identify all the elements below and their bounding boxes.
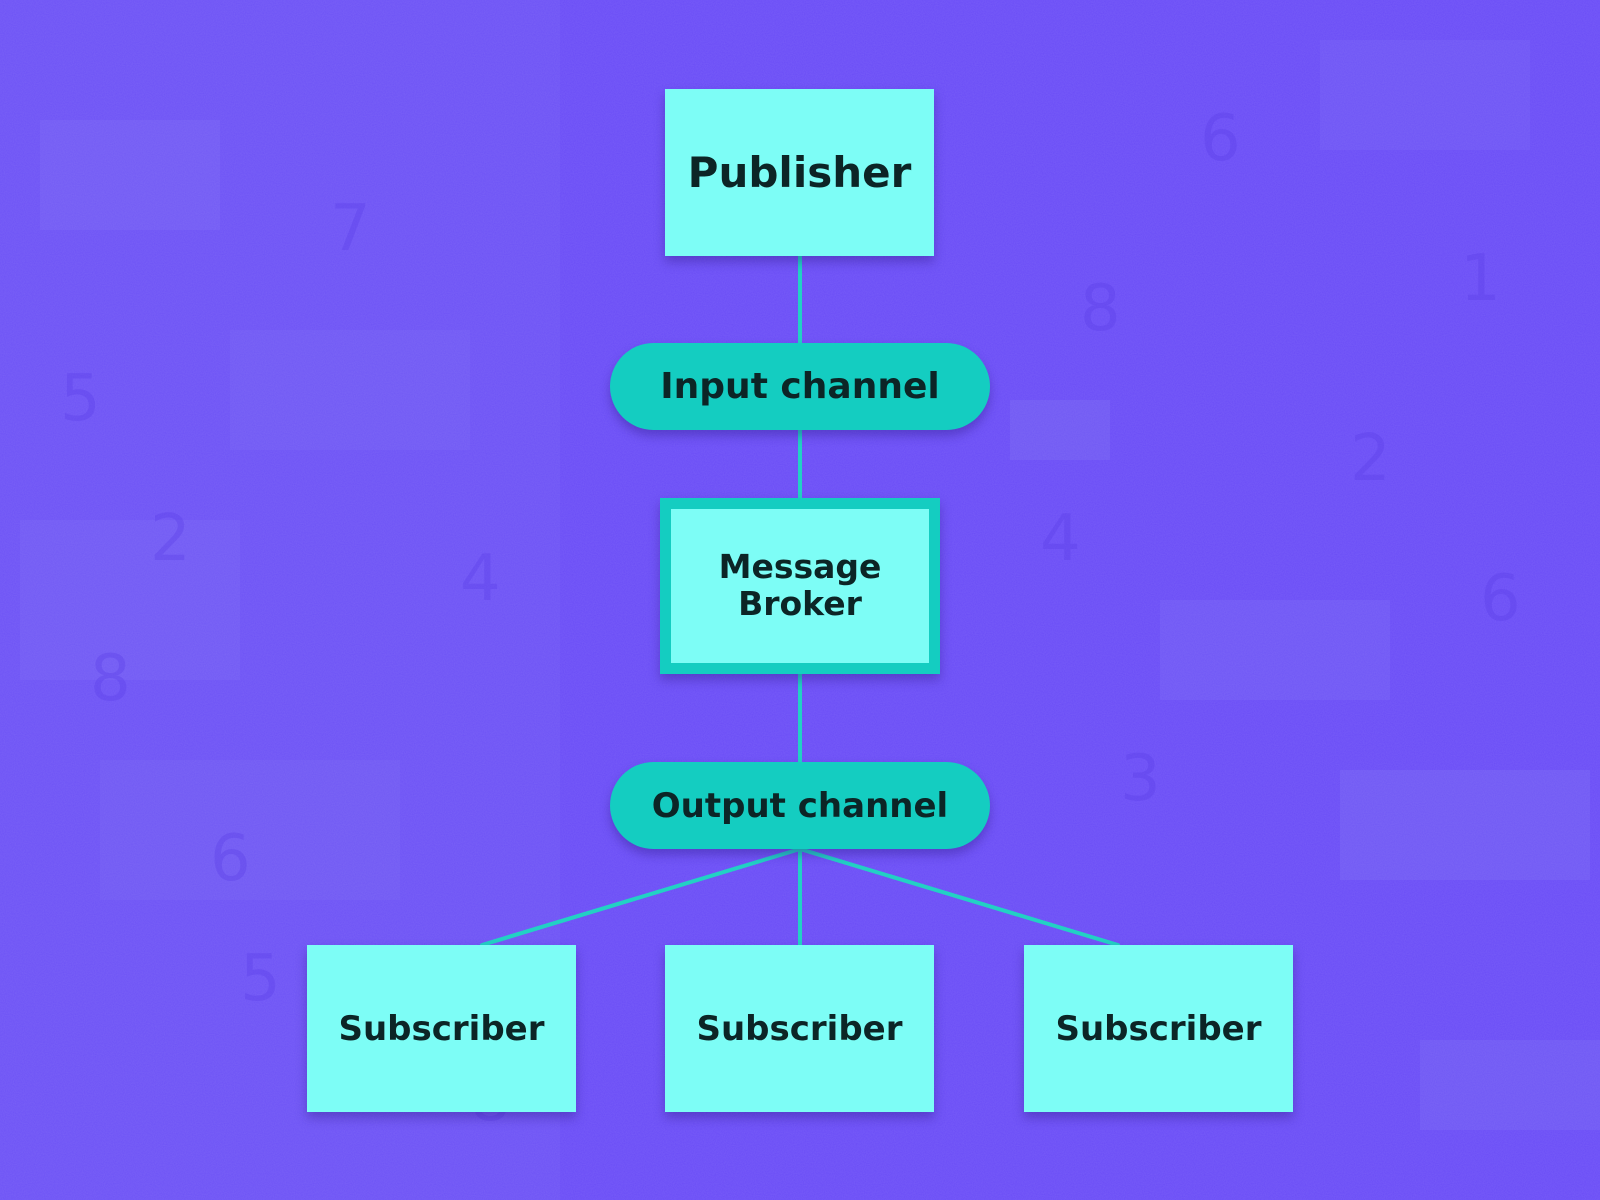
svg-text:4: 4: [460, 542, 501, 616]
svg-text:7: 7: [330, 192, 371, 266]
input-channel-label: Input channel: [660, 366, 940, 407]
svg-text:4: 4: [1040, 502, 1081, 576]
svg-text:6: 6: [1200, 102, 1241, 176]
publisher-box: Publisher: [665, 89, 934, 256]
subscriber-box-3: Subscriber: [1024, 945, 1293, 1112]
svg-text:6: 6: [210, 822, 251, 896]
subscriber-label: Subscriber: [1055, 1008, 1262, 1049]
output-channel-pill: Output channel: [610, 762, 990, 849]
output-channel-label: Output channel: [651, 785, 949, 826]
svg-text:2: 2: [150, 502, 191, 576]
connector-output-subscriber-3: [798, 847, 1120, 947]
svg-text:8: 8: [90, 642, 131, 716]
svg-text:8: 8: [1080, 272, 1121, 346]
svg-text:6: 6: [1480, 562, 1521, 636]
connector-output-subscriber-1: [480, 847, 802, 947]
message-broker-box: Message Broker: [660, 498, 940, 674]
subscriber-box-2: Subscriber: [665, 945, 934, 1112]
message-broker-line-2: Broker: [738, 584, 862, 623]
svg-text:1: 1: [1460, 242, 1501, 316]
svg-text:3: 3: [1120, 742, 1161, 816]
svg-text:5: 5: [240, 942, 281, 1016]
subscriber-label: Subscriber: [338, 1008, 545, 1049]
publisher-label: Publisher: [687, 148, 912, 197]
subscriber-label: Subscriber: [696, 1008, 903, 1049]
input-channel-pill: Input channel: [610, 343, 990, 430]
message-broker-label: Message Broker: [718, 547, 882, 623]
subscriber-box-1: Subscriber: [307, 945, 576, 1112]
svg-text:5: 5: [60, 362, 101, 436]
message-broker-line-1: Message: [718, 547, 882, 587]
svg-text:2: 2: [1350, 422, 1391, 496]
